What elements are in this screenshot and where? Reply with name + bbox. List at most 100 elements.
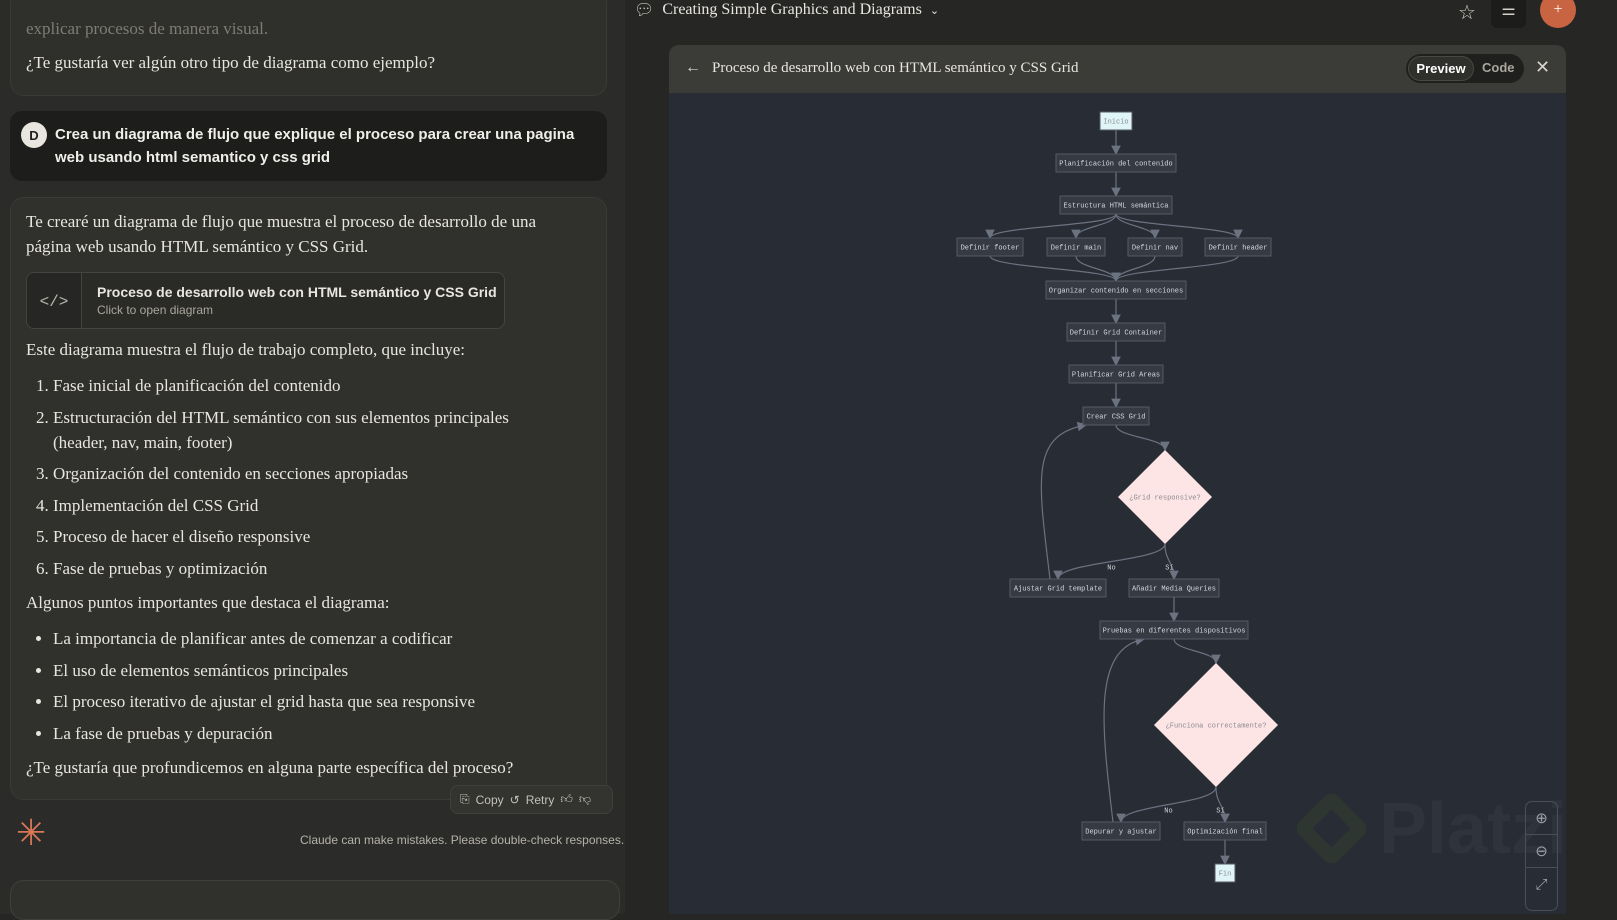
- retry-icon[interactable]: ↺: [509, 792, 520, 807]
- edge-label: No: [1107, 565, 1115, 573]
- process-node[interactable]: [1204, 237, 1272, 257]
- artifact-card[interactable]: </> Proceso de desarrollo web con HTML s…: [26, 272, 505, 329]
- process-node[interactable]: [1009, 578, 1107, 598]
- fit-screen-icon[interactable]: ⤢: [1535, 876, 1548, 893]
- process-node[interactable]: [1059, 195, 1173, 215]
- process-node[interactable]: [1046, 237, 1106, 257]
- process-node[interactable]: [956, 237, 1024, 257]
- thumbs-down-icon[interactable]: 👎︎: [578, 792, 592, 806]
- step-item: Fase inicial de planificación del conten…: [53, 373, 553, 398]
- node-label: Planificar Grid Areas: [1072, 372, 1160, 380]
- point-item: La importancia de planificar antes de co…: [53, 626, 583, 651]
- decision-node[interactable]: [1118, 450, 1212, 544]
- node-label: Organizar contenido en secciones: [1049, 288, 1183, 296]
- flow-edge: [1071, 213, 1117, 240]
- response-intro: Te crearé un diagrama de flujo que muest…: [26, 212, 536, 256]
- terminal-node[interactable]: [1214, 863, 1236, 883]
- process-node[interactable]: [1099, 620, 1249, 640]
- flow-edge: [1115, 424, 1170, 452]
- flow-edge: [985, 213, 1117, 240]
- retry-button[interactable]: Retry: [525, 792, 555, 807]
- user-avatar: D: [21, 122, 47, 148]
- settings-sliders-icon[interactable]: ⚌: [1491, 0, 1526, 28]
- list-intro: Este diagrama muestra el flujo de trabaj…: [26, 340, 466, 359]
- thumbs-up-icon[interactable]: 👍︎: [560, 792, 573, 806]
- conversation-title[interactable]: 💬︎ Creating Simple Graphics and Diagrams…: [634, 0, 939, 20]
- node-label: Planificación del contenido: [1059, 161, 1172, 169]
- flow-edge: [989, 255, 1121, 283]
- process-node[interactable]: [1055, 153, 1177, 173]
- node-label: Optimización final: [1187, 829, 1263, 837]
- step-item: Implementación del CSS Grid: [53, 493, 553, 518]
- terminal-node[interactable]: [1099, 111, 1133, 131]
- user-message: D Crea un diagrama de flujo que explique…: [10, 111, 607, 181]
- node-label: ¿Grid responsive?: [1129, 495, 1200, 503]
- flow-edge: [1115, 213, 1160, 240]
- flow-edge: [1103, 635, 1146, 823]
- decision-node[interactable]: [1154, 663, 1278, 787]
- conversation-title-text: Creating Simple Graphics and Diagrams: [662, 1, 922, 18]
- artifact-panel-title: Proceso de desarrollo web con HTML semán…: [712, 60, 1079, 76]
- previous-text: explicar procesos de manera visual.: [26, 19, 269, 38]
- star-icon[interactable]: ☆: [1458, 2, 1476, 24]
- process-node[interactable]: [1045, 280, 1187, 300]
- node-label: Definir main: [1051, 245, 1101, 253]
- edge-label: Sí: [1165, 565, 1173, 573]
- node-label: Definir Grid Container: [1070, 330, 1162, 338]
- process-node[interactable]: [1128, 578, 1220, 598]
- chat-column: explicar procesos de manera visual. ¿Te …: [0, 0, 625, 920]
- copy-icon[interactable]: ⎘: [460, 792, 470, 806]
- flow-edge: [1215, 786, 1230, 824]
- claude-logo-icon: ✳: [16, 813, 47, 853]
- point-item: La fase de pruebas y depuración: [53, 721, 583, 746]
- process-node[interactable]: [1066, 322, 1166, 342]
- previous-response: explicar procesos de manera visual. ¿Te …: [10, 0, 607, 96]
- step-item: Fase de pruebas y optimización: [53, 556, 553, 581]
- tab-code[interactable]: Code: [1482, 60, 1515, 75]
- zoom-in-icon[interactable]: ⊕: [1526, 802, 1557, 835]
- zoom-controls: ⊕ ⊖ ⤢: [1525, 801, 1558, 911]
- message-input[interactable]: [10, 880, 620, 920]
- node-label: Ajustar Grid template: [1014, 586, 1102, 594]
- flow-edge: [1111, 255, 1156, 283]
- message-actions: ⎘ Copy ↺ Retry 👍︎ 👎︎: [450, 785, 613, 814]
- node-label: Definir nav: [1132, 245, 1178, 253]
- process-node[interactable]: [1127, 237, 1183, 257]
- watermark: Platzi: [1379, 789, 1566, 869]
- code-icon: </>: [27, 273, 82, 328]
- flow-edge: [1115, 213, 1243, 240]
- node-label: Pruebas en diferentes dispositivos: [1103, 628, 1246, 636]
- closing-question: ¿Te gustaría que profundicemos en alguna…: [26, 758, 514, 777]
- flow-edge: [1111, 255, 1239, 283]
- flow-edge: [1164, 543, 1179, 581]
- points-list: La importancia de planificar antes de co…: [53, 626, 583, 752]
- flow-edge: [1053, 543, 1166, 581]
- node-label: ¿Funciona correctamente?: [1166, 723, 1267, 731]
- process-node[interactable]: [1068, 364, 1164, 384]
- point-item: El proceso iterativo de ajustar el grid …: [53, 689, 583, 714]
- process-node[interactable]: [1081, 821, 1161, 841]
- back-arrow-icon[interactable]: ←: [685, 59, 701, 76]
- step-item: Estructuración del HTML semántico con su…: [53, 405, 553, 455]
- artifact-title: Proceso de desarrollo web con HTML semán…: [97, 284, 497, 300]
- tab-preview[interactable]: Preview: [1408, 56, 1474, 81]
- step-item: Proceso de hacer el diseño responsive: [53, 524, 553, 549]
- points-intro: Algunos puntos importantes que destaca e…: [26, 593, 390, 612]
- flow-edge: [1040, 421, 1088, 580]
- step-item: Organización del contenido en secciones …: [53, 461, 553, 486]
- artifact-header: ← Proceso de desarrollo web con HTML sem…: [669, 45, 1566, 93]
- copy-button[interactable]: Copy: [475, 792, 504, 807]
- zoom-out-icon[interactable]: ⊖: [1526, 835, 1557, 868]
- edge-label: No: [1164, 808, 1172, 816]
- node-label: Crear CSS Grid: [1087, 414, 1146, 422]
- process-node[interactable]: [1082, 406, 1150, 426]
- new-chat-icon[interactable]: +: [1540, 0, 1576, 28]
- close-icon[interactable]: ✕: [1535, 57, 1551, 77]
- process-node[interactable]: [1183, 821, 1267, 841]
- chevron-down-icon: ⌄: [929, 4, 940, 17]
- edge-label: Sí: [1216, 808, 1224, 816]
- node-label: Definir header: [1209, 245, 1268, 253]
- assistant-response: Te crearé un diagrama de flujo que muest…: [10, 197, 607, 800]
- view-toggle: Preview Code: [1406, 54, 1524, 83]
